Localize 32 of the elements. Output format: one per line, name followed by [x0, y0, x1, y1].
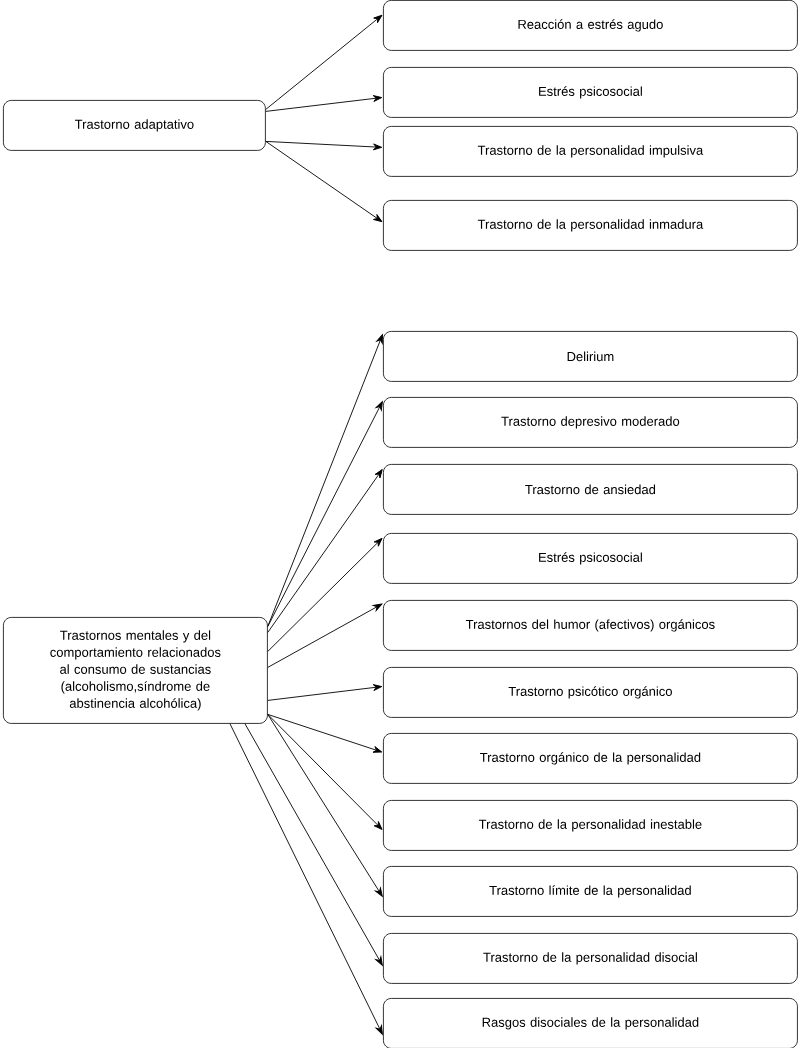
diagnosis-box: Estrés psicosocial	[383, 533, 798, 584]
arrow	[267, 401, 383, 627]
diagnosis-box: Estrés psicosocial	[383, 67, 798, 118]
arrow	[244, 723, 383, 966]
diagnosis-box: Reacción a estrés agudo	[383, 0, 798, 51]
diagnosis-box: Trastorno de la personalidad impulsiva	[383, 126, 798, 177]
arrow	[267, 537, 383, 652]
diagnosis-box: Trastorno orgánico de la personalidad	[383, 733, 798, 784]
arrow	[229, 723, 383, 1035]
arrow	[265, 14, 383, 110]
arrow	[267, 469, 383, 633]
arrow	[265, 95, 383, 112]
diagnosis-box: Trastorno de la personalidad disocial	[383, 933, 798, 984]
diagnosis-box: Delirium	[383, 331, 798, 382]
diagnosis-box: Trastornos del humor (afectivos) orgánicos	[383, 600, 798, 651]
diagnosis-box: Trastorno límite de la personalidad	[383, 866, 798, 917]
diagnosis-box: Trastorno de la personalidad inestable	[383, 800, 798, 851]
diagnosis-box: Trastornos mentales y del comportamiento relacionados al consumo de sustancias (alcoholismo,síndrome de abstinencia alcohólica)	[3, 617, 268, 724]
diagnosis-box: Trastorno depresivo moderado	[383, 397, 798, 448]
arrow	[265, 140, 383, 151]
arrow	[267, 684, 383, 701]
diagnosis-box: Rasgos disociales de la personalidad	[383, 998, 798, 1048]
arrow	[267, 603, 383, 668]
diagnosis-box: Trastorno adaptativo	[3, 100, 266, 151]
diagnosis-box: Trastorno de la personalidad inmadura	[383, 200, 798, 251]
diagnosis-box: Trastorno psicótico orgánico	[383, 667, 798, 718]
arrow	[267, 334, 383, 627]
arrow	[267, 713, 383, 753]
arrow	[265, 140, 383, 223]
arrow	[267, 713, 383, 830]
arrow	[267, 713, 383, 897]
diagnosis-box: Trastorno de ansiedad	[383, 464, 798, 515]
